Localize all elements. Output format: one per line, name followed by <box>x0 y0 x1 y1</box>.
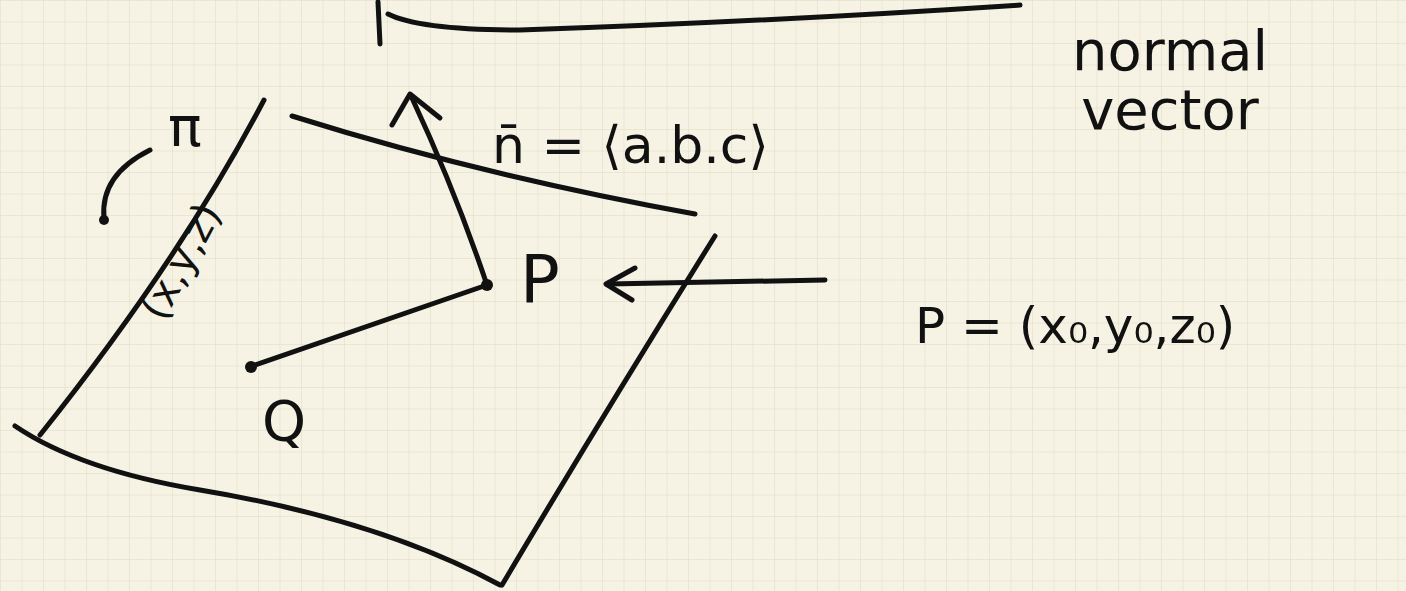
plane-edge <box>40 100 264 435</box>
top-stroke <box>378 2 380 44</box>
pointer-arrow <box>608 280 825 284</box>
plane-name: π <box>168 98 202 157</box>
normal-vector-arrow <box>412 98 487 285</box>
point-formula: P = (x₀,y₀,z₀) <box>915 300 1235 353</box>
pointer-arc <box>104 150 150 218</box>
point-name: P <box>520 245 560 314</box>
coordinate-label: (x,y,z) <box>133 196 229 326</box>
top-stroke <box>388 5 1020 30</box>
point-q <box>245 361 257 373</box>
dot <box>99 215 109 225</box>
point-p <box>481 279 493 291</box>
arrowhead <box>392 94 440 125</box>
plane-edge <box>502 236 715 585</box>
annotation: normal vector <box>1030 22 1310 140</box>
arrowhead <box>606 268 635 300</box>
vector-formula: n̄ = ⟨a.b.c⟩ <box>492 118 769 173</box>
point-name: Q <box>262 392 306 451</box>
plane-edge <box>15 426 500 585</box>
segment-qp <box>252 285 487 366</box>
